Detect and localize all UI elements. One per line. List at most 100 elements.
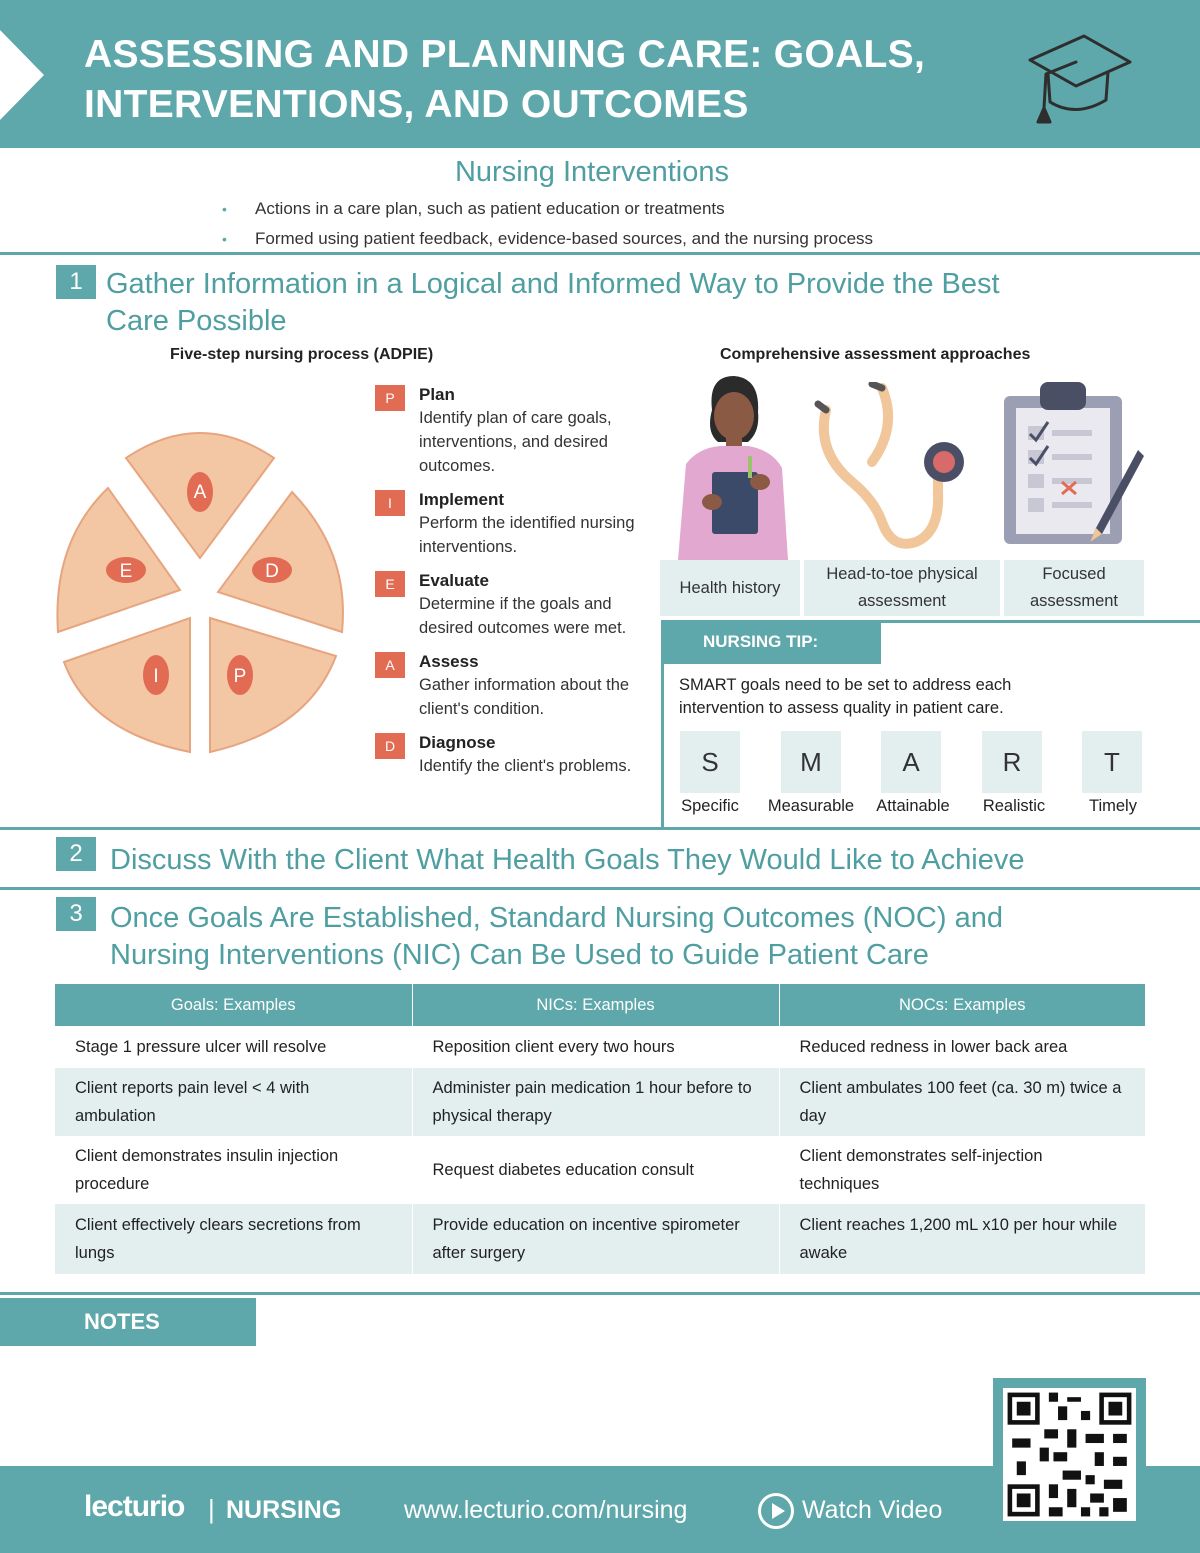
pie-label-d: D <box>265 561 279 582</box>
step-plan: P Plan Identify plan of care goals, inte… <box>375 383 655 478</box>
adpie-heading: Five-step nursing process (ADPIE) <box>170 346 434 363</box>
table-cell: Reposition client every two hours <box>411 1026 779 1068</box>
step-desc: Determine if the goals and desired outco… <box>419 595 627 637</box>
pie-label-i: I <box>153 666 158 687</box>
nurse-illustration <box>678 376 788 560</box>
step-badge: D <box>375 733 405 759</box>
pie-drop-d <box>252 557 292 583</box>
notes-label: NOTES <box>0 1298 256 1346</box>
qr-code-frame <box>993 1378 1146 1531</box>
table-cell: Stage 1 pressure ulcer will resolve <box>75 1038 327 1056</box>
header-banner: ASSESSING AND PLANNING CARE: GOALS, INTE… <box>0 0 1200 148</box>
section-3-title-line1: Once Goals Are Established, Standard Nur… <box>110 902 1003 934</box>
graduation-cap-icon <box>1028 34 1132 124</box>
nursing-tip-text: SMART goals need to be set to address ea… <box>679 676 1012 717</box>
step-diagnose: D Diagnose Identify the client's problem… <box>375 731 655 778</box>
qr-code-icon[interactable] <box>1003 1388 1136 1521</box>
step-badge: I <box>375 490 405 516</box>
section-1-title: Gather Information in a Logical and Info… <box>106 266 1186 340</box>
divider <box>0 1292 1200 1295</box>
section-1-title-line2: Care Possible <box>106 305 287 337</box>
pie-drop-p <box>227 655 253 695</box>
table-cell: Client reports pain level < 4 with ambul… <box>55 1068 412 1136</box>
step-implement: I Implement Perform the identified nursi… <box>375 488 655 559</box>
table-header: NICs: Examples <box>411 984 779 1026</box>
page-title-line1: ASSESSING AND PLANNING CARE: GOALS, <box>84 33 926 76</box>
intro-title: Nursing Interventions <box>454 156 730 188</box>
step-desc: Identify plan of care goals, interventio… <box>419 409 612 475</box>
table-cell: Client demonstrates insulin injection pr… <box>75 1147 339 1193</box>
step-desc: Gather information about the client's co… <box>419 676 630 718</box>
step-badge: P <box>375 385 405 411</box>
section-2-title: Discuss With the Client What Health Goal… <box>110 844 1025 876</box>
nursing-tip-box <box>661 620 1200 828</box>
table-cell: Client ambulates 100 feet (ca. 30 m) twi… <box>778 1068 1145 1136</box>
brand-logo[interactable]: lecturio <box>84 1490 185 1523</box>
play-icon[interactable] <box>758 1493 794 1529</box>
footer-url-link[interactable]: www.lecturio.com/nursing <box>404 1496 688 1524</box>
table-row: Stage 1 pressure ulcer will resolve Repo… <box>55 1026 1145 1068</box>
brand-nursing-label: NURSING <box>226 1496 342 1524</box>
approach-head-to-toe: Head-to-toe physical assessment <box>804 560 1000 616</box>
divider <box>0 887 1200 890</box>
arrow-decoration <box>0 30 44 120</box>
section-1-title-line1: Gather Information in a Logical and Info… <box>106 268 1000 300</box>
step-name: Diagnose <box>419 733 496 752</box>
pie-label-a: A <box>194 482 207 503</box>
table-cell: Provide education on incentive spiromete… <box>411 1204 779 1274</box>
table-row: Client effectively clears secretions fro… <box>55 1204 1145 1274</box>
page-title-line2: INTERVENTIONS, AND OUTCOMES <box>84 83 749 126</box>
intro-bullet: Formed using patient feedback, evidence-… <box>220 224 873 254</box>
pie-label-p: P <box>234 666 247 687</box>
stethoscope-illustration <box>814 382 964 549</box>
approach-health-history: Health history <box>660 560 800 616</box>
clipboard-illustration <box>1004 382 1144 544</box>
table-cell: Reduced redness in lower back area <box>778 1026 1145 1068</box>
step-evaluate: E Evaluate Determine if the goals and de… <box>375 569 655 640</box>
pie-drop-a <box>187 472 213 512</box>
pie-label-e: E <box>120 561 133 582</box>
step-assess: A Assess Gather information about the cl… <box>375 650 655 721</box>
smart-word-timely: Timely <box>1089 797 1137 815</box>
smart-letter-m: M <box>781 731 841 793</box>
step-badge: A <box>375 652 405 678</box>
pie-slice-i <box>62 616 191 754</box>
table-header: Goals: Examples <box>55 984 412 1026</box>
nursing-tip-label: NURSING TIP: <box>661 620 881 664</box>
adpie-steps-list: P Plan Identify plan of care goals, inte… <box>375 383 655 788</box>
smart-word-realistic: Realistic <box>982 797 1046 815</box>
step-desc: Identify the client's problems. <box>419 757 632 775</box>
section-number-1: 1 <box>56 265 96 299</box>
step-badge: E <box>375 571 405 597</box>
smart-word-attainable: Attainable <box>876 797 950 815</box>
divider <box>0 252 1200 255</box>
examples-table: Goals: Examples NICs: Examples NOCs: Exa… <box>55 984 1145 1274</box>
pie-slice-p <box>209 616 338 754</box>
table-cell: Request diabetes education consult <box>411 1136 779 1204</box>
pie-drop-i <box>143 655 169 695</box>
brand-separator: | <box>208 1494 215 1524</box>
table-cell: Administer pain medication 1 hour before… <box>411 1068 779 1136</box>
approaches-heading: Comprehensive assessment approaches <box>720 346 1031 363</box>
table-cell: Client demonstrates self-injection techn… <box>778 1136 1145 1204</box>
table-cell: Client effectively clears secretions fro… <box>55 1204 412 1274</box>
smart-letter-s: S <box>680 731 740 793</box>
section-number-2: 2 <box>56 837 96 871</box>
smart-letter-r: R <box>982 731 1042 793</box>
table-row: Client reports pain level < 4 with ambul… <box>55 1068 1145 1136</box>
table-row: Client demonstrates insulin injection pr… <box>55 1136 1145 1204</box>
table-header-row: Goals: Examples NICs: Examples NOCs: Exa… <box>55 984 1145 1026</box>
adpie-pie-diagram: A D P I E <box>56 432 344 754</box>
step-name: Evaluate <box>419 571 489 590</box>
pie-drop-e <box>106 557 146 583</box>
table-header: NOCs: Examples <box>778 984 1145 1026</box>
section-number-3: 3 <box>56 897 96 931</box>
step-name: Implement <box>419 490 505 509</box>
smart-word-specific: Specific <box>681 797 739 815</box>
step-name: Plan <box>419 385 455 404</box>
intro-bullet: Actions in a care plan, such as patient … <box>220 194 873 224</box>
page-title: ASSESSING AND PLANNING CARE: GOALS, INTE… <box>84 30 1024 130</box>
smart-letter-t: T <box>1082 731 1142 793</box>
watch-video-link[interactable]: Watch Video <box>802 1496 943 1524</box>
table-cell: Client reaches 1,200 mL x10 per hour whi… <box>778 1204 1145 1274</box>
